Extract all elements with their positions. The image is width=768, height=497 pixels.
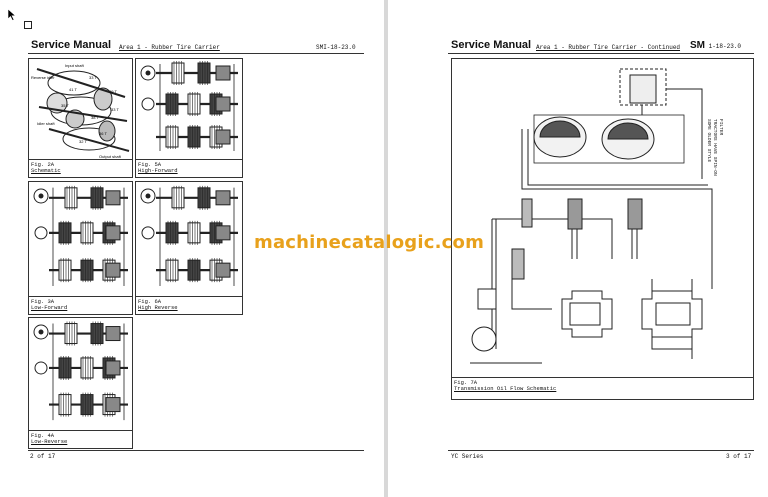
left-page: Service Manual Area 1 - Rubber Tire Carr… (7, 8, 364, 460)
label-teeth: 39 T (109, 89, 117, 94)
left-footer-page: 2 of 17 (30, 453, 56, 460)
left-header-rule (28, 53, 364, 54)
label-idler-shaft: Idler shaft (37, 121, 55, 126)
label-teeth: 33 T (111, 107, 119, 112)
label-teeth: 32 T (79, 139, 87, 144)
right-page: Service Manual Area 1 - Rubber Tire Carr… (388, 0, 768, 497)
label-teeth: 41 T (69, 87, 77, 92)
gearbox-high-forward-diagram (140, 61, 238, 151)
left-header-title: Service Manual (31, 39, 112, 51)
side-note-line1: SOME OLDER STYLE (706, 119, 712, 163)
label-teeth: 38 T (91, 115, 99, 120)
side-note-line3: FILTER (718, 119, 724, 136)
gearbox-high-reverse-diagram (140, 185, 238, 286)
figure-7a-panel: SOME OLDER STYLE TRACTORS HAVE SPIN-ON F… (451, 58, 754, 400)
side-note-line2: TRACTORS HAVE SPIN-ON (712, 119, 718, 176)
oil-flow-schematic-diagram: SOME OLDER STYLE TRACTORS HAVE SPIN-ON F… (470, 68, 724, 364)
right-footer-page: 3 of 17 (726, 453, 752, 460)
left-header-area: Area 1 - Rubber Tire Carrier (119, 44, 220, 51)
gear-schematic-diagram: Input shaft Reverse idler Idler shaft Ou… (31, 63, 130, 159)
label-output-shaft: Output shaft (99, 154, 122, 159)
right-footer-rule (448, 450, 754, 451)
label-teeth: 36 T (99, 131, 107, 136)
left-header-code: SMI-18-23.0 (316, 44, 356, 51)
figure-2a-panel: Input shaft Reverse idler Idler shaft Ou… (28, 58, 133, 178)
page-divider (384, 0, 388, 497)
right-header-code: SM 1-18-23.0 (690, 40, 742, 51)
gearbox-low-forward-diagram (33, 185, 128, 286)
label-reverse-idler: Reverse idler (31, 75, 55, 80)
right-header-area: Area 1 - Rubber Tire Carrier - Continued (536, 44, 681, 51)
right-footer-series: YC Series (451, 453, 484, 460)
right-header-rule (448, 53, 754, 54)
label-input-shaft: Input shaft (65, 63, 85, 68)
left-footer-rule (28, 450, 364, 451)
gearbox-low-reverse-diagram (33, 321, 128, 421)
watermark-text: machinecatalogic.com (254, 232, 485, 253)
mouse-cursor-icon (7, 8, 16, 21)
label-teeth: 35 T (61, 103, 69, 108)
checkbox-icon[interactable] (24, 21, 32, 29)
right-header-title: Service Manual (451, 39, 532, 51)
label-teeth: 33 T (89, 75, 97, 80)
